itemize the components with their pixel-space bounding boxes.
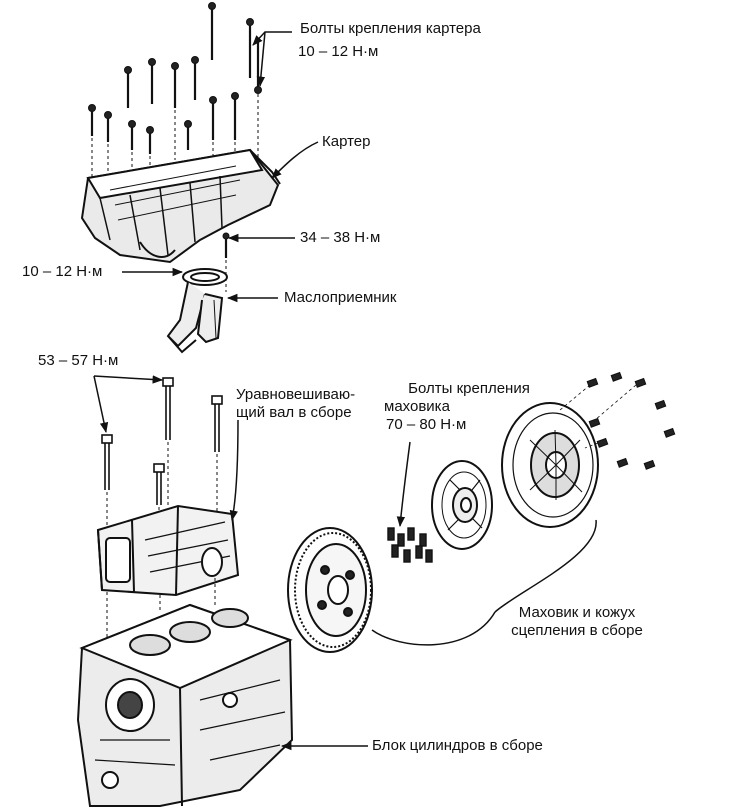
balancer-shaft-line1: Уравновешиваю-: [236, 386, 356, 403]
leader-lines: [93, 31, 597, 751]
pan-bolts-label: Болты крепления картера: [300, 20, 481, 38]
flywheel-bolts-torque: 70 – 80 Н·м: [386, 416, 467, 433]
cylinder-block-label: Блок цилиндров в сборе: [372, 737, 543, 754]
strainer-bolt-torque-label: 34 – 38 Н·м: [300, 229, 381, 246]
strainer-flange-torque-label: 10 – 12 Н·м: [22, 263, 103, 280]
balancer-bolts-torque-label: 53 – 57 Н·м: [38, 352, 119, 369]
oil-strainer: [166, 268, 228, 354]
clutch-disc: [431, 460, 493, 550]
flywheel-bolts-line2: маховика: [384, 398, 450, 415]
flywheel-bolts-label: Болты крепления маховика 70 – 80 Н·м: [384, 380, 554, 434]
cylinder-block: [76, 603, 294, 807]
pan-bolts-torque-value: 10 – 12 Н·м: [298, 43, 379, 60]
oil-pan: [80, 148, 281, 264]
balancer-shaft-bolts: [101, 377, 223, 530]
strainer-bolt: [222, 232, 230, 292]
flywheel-bolts-line1: Болты крепления: [408, 380, 530, 397]
oil-strainer-label: Маслоприемник: [284, 289, 397, 306]
flywheel-clutch-line2: сцепления в сборе: [511, 622, 643, 639]
oil-pan-label: Картер: [322, 133, 371, 150]
flywheel-clutch-line1: Маховик и кожух: [518, 604, 636, 621]
balancer-shaft-line2: щий вал в сборе: [236, 404, 352, 421]
clutch-cover: [501, 402, 599, 528]
flywheel: [287, 527, 373, 653]
pan-bolts-title: Болты крепления картера: [300, 20, 481, 37]
pan-bolts-torque: 10 – 12 Н·м: [298, 43, 378, 61]
clutch-cover-bolts: [559, 371, 676, 470]
flywheel-clutch-label: Маховик и кожух сцепления в сборе: [492, 604, 662, 640]
balancer-shaft-label: Уравновешиваю- щий вал в сборе: [236, 386, 355, 422]
balancer-shaft: [96, 504, 240, 597]
flywheel-bolts: [387, 527, 433, 563]
